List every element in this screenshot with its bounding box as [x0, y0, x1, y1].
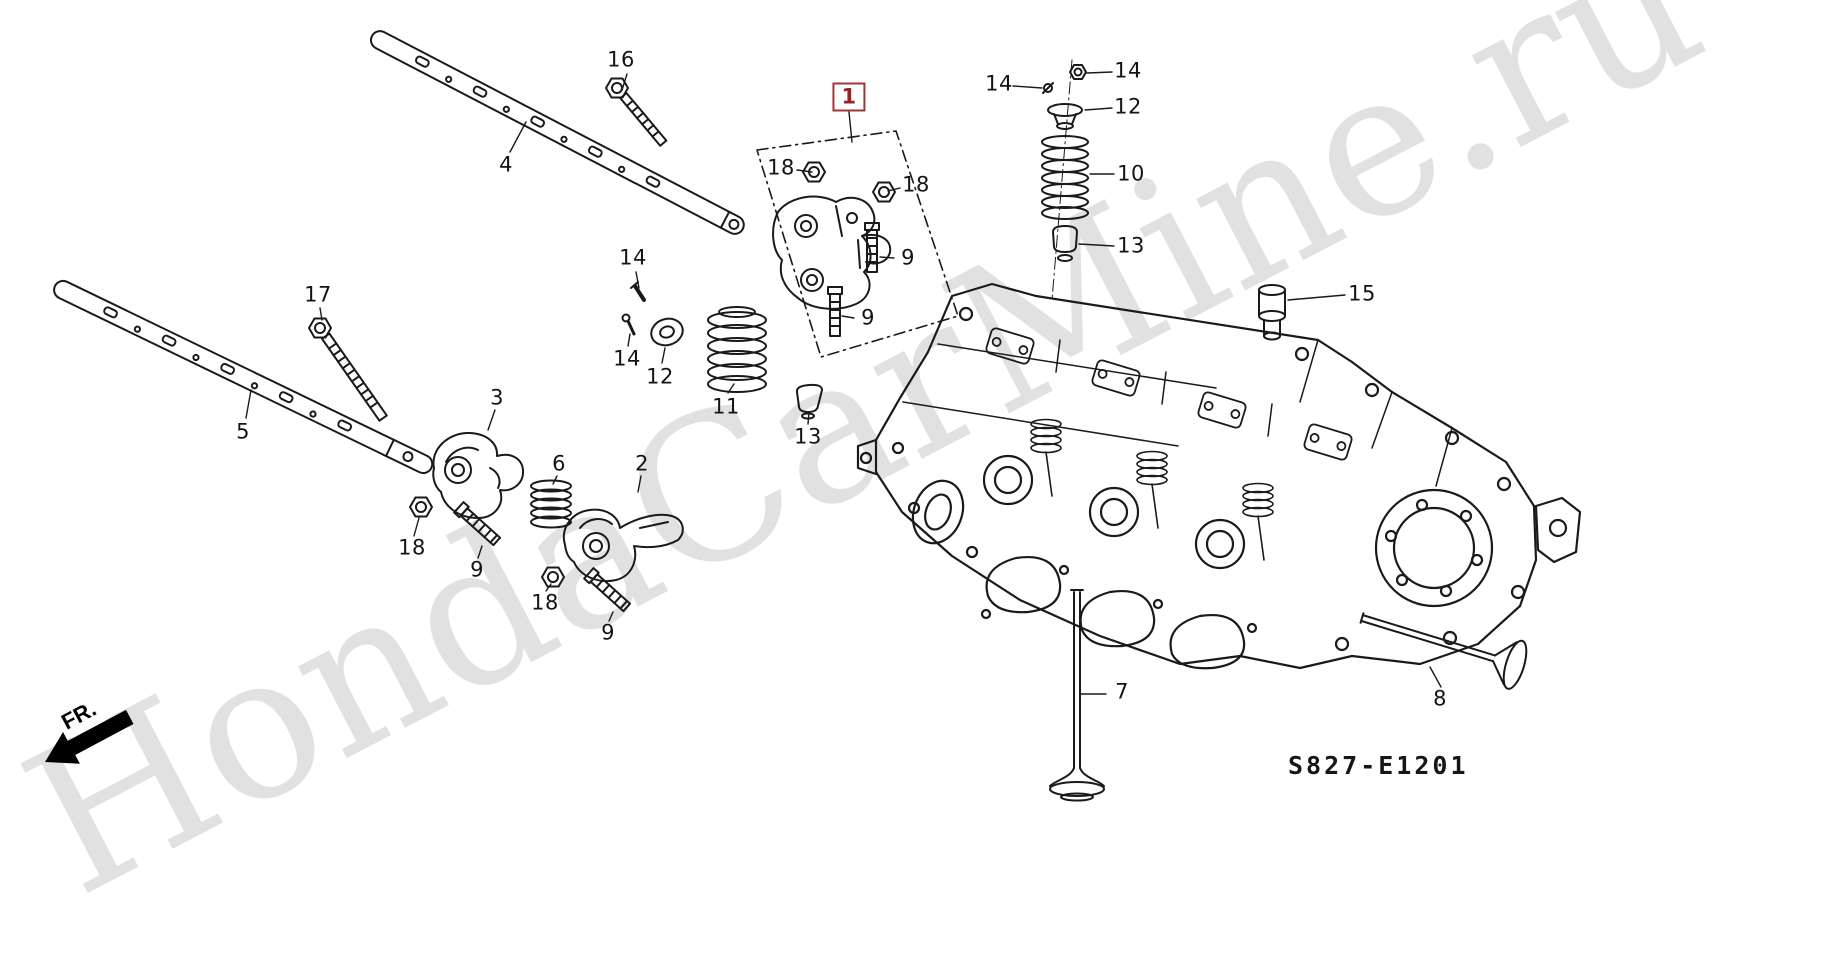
callout-12-b: 12: [646, 364, 674, 389]
callout-17: 17: [304, 282, 332, 307]
diagram-line-art: [53, 30, 1582, 802]
rocker-assembly-1: [772, 161, 896, 337]
valve-7: [1049, 589, 1105, 802]
valve-8: [1359, 612, 1528, 690]
part-1-dash-box: [756, 130, 959, 358]
callout-6: 6: [552, 451, 566, 476]
callout-7: 7: [1115, 679, 1129, 704]
callout-14-d: 14: [613, 346, 641, 371]
callout-16: 16: [607, 47, 635, 72]
callout-3: 3: [490, 385, 504, 410]
callout-14-b: 14: [1114, 58, 1142, 83]
cylinder-head-art: [856, 282, 1582, 670]
callout-8: 8: [1433, 686, 1447, 711]
rocker-shaft-5: [53, 279, 434, 475]
callout-4: 4: [499, 152, 513, 177]
callout-9-b: 9: [861, 305, 875, 330]
rocker-arm-3: [409, 431, 525, 547]
callout-12-a: 12: [1114, 94, 1142, 119]
callout-9-c: 9: [470, 557, 484, 582]
callout-2: 2: [635, 451, 649, 476]
callout-5: 5: [236, 419, 250, 444]
rocker-arm-2: [541, 508, 684, 613]
callout-14-a: 14: [985, 71, 1013, 96]
diagram-code: S827-E1201: [1288, 751, 1469, 780]
valve-stack-left: [621, 281, 823, 420]
callout-9-a: 9: [901, 245, 915, 270]
callout-10: 10: [1117, 161, 1145, 186]
bolt-17: [308, 317, 388, 422]
callout-11: 11: [712, 394, 740, 419]
callout-13-b: 13: [794, 424, 822, 449]
rocker-shaft-4: [369, 30, 745, 235]
callout-13-a: 13: [1117, 233, 1145, 258]
callout-18-b: 18: [902, 172, 930, 197]
valve-stack-right: [1041, 59, 1089, 301]
callout-9-d: 9: [601, 620, 615, 645]
bolt-16: [605, 77, 668, 147]
callout-14-c: 14: [619, 245, 647, 270]
leader-lines: [245, 71, 1442, 695]
callout-1-highlighted: 1: [832, 82, 866, 112]
callout-18-a: 18: [767, 155, 795, 180]
lash-adjuster-15: [1258, 284, 1286, 341]
callout-15: 15: [1348, 281, 1376, 306]
valve-spring-6: [530, 479, 572, 529]
callout-18-c: 18: [398, 535, 426, 560]
callout-18-d: 18: [531, 590, 559, 615]
